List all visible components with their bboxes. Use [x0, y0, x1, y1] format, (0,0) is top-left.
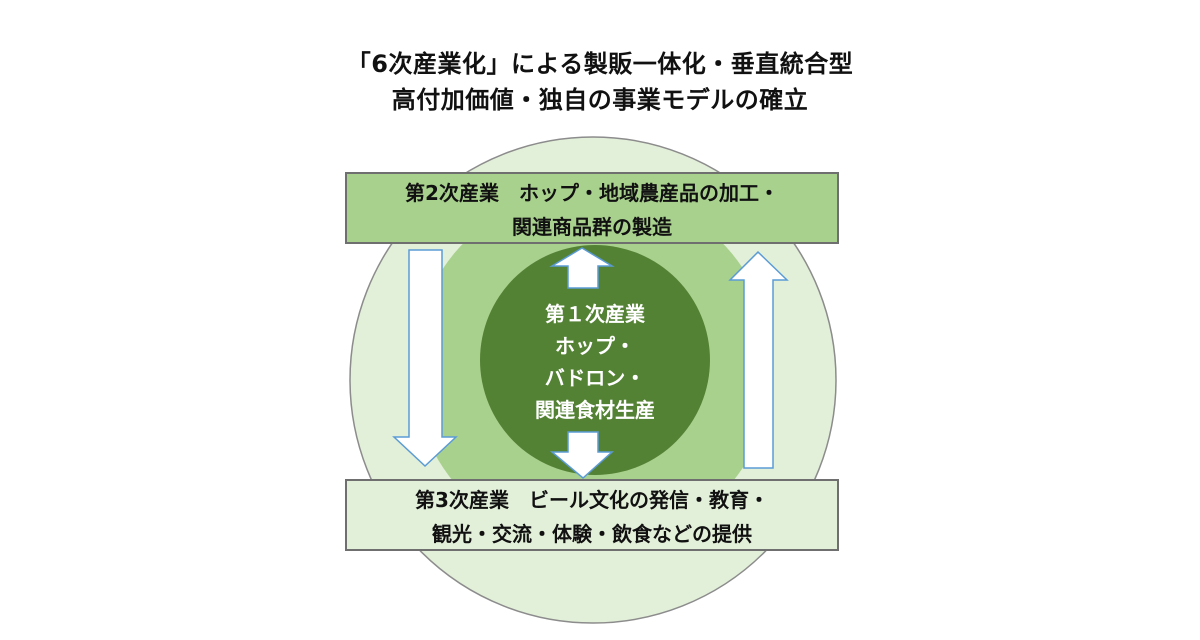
tertiary-industry-line-2: 観光・交流・体験・飲食などの提供 — [432, 522, 752, 546]
primary-industry-line-2: ホップ・ — [555, 334, 635, 358]
secondary-industry-line-2: 関連商品群の製造 — [512, 215, 672, 239]
secondary-industry-box: 第2次産業 ホップ・地域農産品の加工・ 関連商品群の製造 — [345, 172, 839, 244]
secondary-industry-line-1: 第2次産業 ホップ・地域農産品の加工・ — [405, 181, 779, 205]
primary-industry-label: 第１次産業 ホップ・ バドロン・ 関連食材生産 — [475, 298, 715, 426]
primary-industry-line-4: 関連食材生産 — [535, 398, 655, 422]
tertiary-industry-box: 第3次産業 ビール文化の発信・教育・ 観光・交流・体験・飲食などの提供 — [345, 479, 839, 551]
primary-industry-line-1: 第１次産業 — [545, 302, 645, 326]
arrow-up-right — [728, 250, 789, 469]
arrow-up-center — [549, 247, 615, 289]
core-circle — [480, 245, 710, 475]
arrow-down-left — [392, 249, 458, 468]
diagram-title-line-1: 「6次産業化」による製販一体化・垂直統合型 — [346, 50, 854, 78]
primary-industry-line-3: バドロン・ — [544, 366, 646, 390]
tertiary-industry-line-1: 第3次産業 ビール文化の発信・教育・ — [415, 488, 769, 512]
arrow-down-center — [549, 431, 614, 479]
diagram-title-line-2: 高付加価値・独自の事業モデルの確立 — [391, 86, 809, 114]
